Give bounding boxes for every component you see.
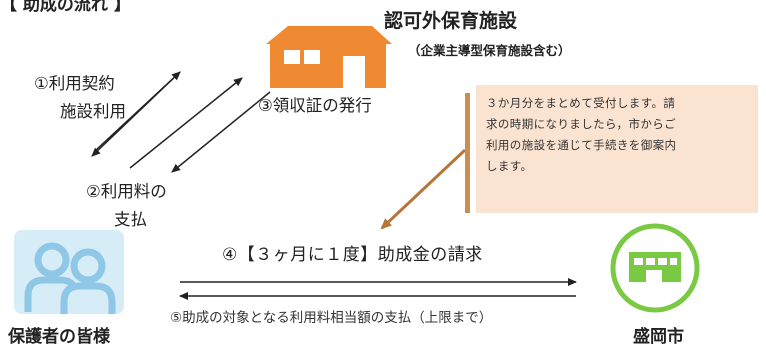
step-2-line-2: 支払 [114,210,147,229]
step-3-label: ③領収証の発行 [258,96,372,115]
people-icon [14,230,124,314]
arrow-payment [129,77,243,169]
facility-name: 認可外保育施設 [384,10,518,32]
note-box: ３か月分をまとめて受付します。請 求の時期になりましたら，市からご 利用の施設を… [476,85,758,213]
step-2-label: ②利用料の 支払 [86,178,167,234]
step-1-line-1: ①利用契約 [34,74,115,93]
note-line: 求の時期になりましたら，市からご [486,117,677,131]
step-1-label: ①利用契約 施設利用 [34,70,126,126]
city-hall-icon [610,223,700,313]
guardian-label: 保護者の皆様 [8,327,110,347]
note-line: ３か月分をまとめて受付します。請 [486,96,676,110]
step-1-line-2: 施設利用 [60,102,126,121]
facility-subtitle: （企業主導型保育施設含む） [408,43,571,58]
arrow-note [380,148,467,230]
note-accent-bar [465,93,470,213]
note-line: します。 [486,159,533,173]
step-4-label: ④【３ヶ月に１度】助成金の請求 [222,245,483,265]
step-2-line-1: ②利用料の [86,182,167,201]
note-line: 利用の施設を通じて手続きを御案内 [486,138,677,152]
section-title: 【 助成の流れ 】 [0,0,131,15]
house-icon [266,26,392,88]
arrow-contract-to-guardian [91,71,181,157]
step-5-label: ⑤助成の対象となる利用料相当額の支払（上限まで） [170,310,493,326]
city-label: 盛岡市 [633,327,684,347]
arrow-receipt [171,91,271,173]
